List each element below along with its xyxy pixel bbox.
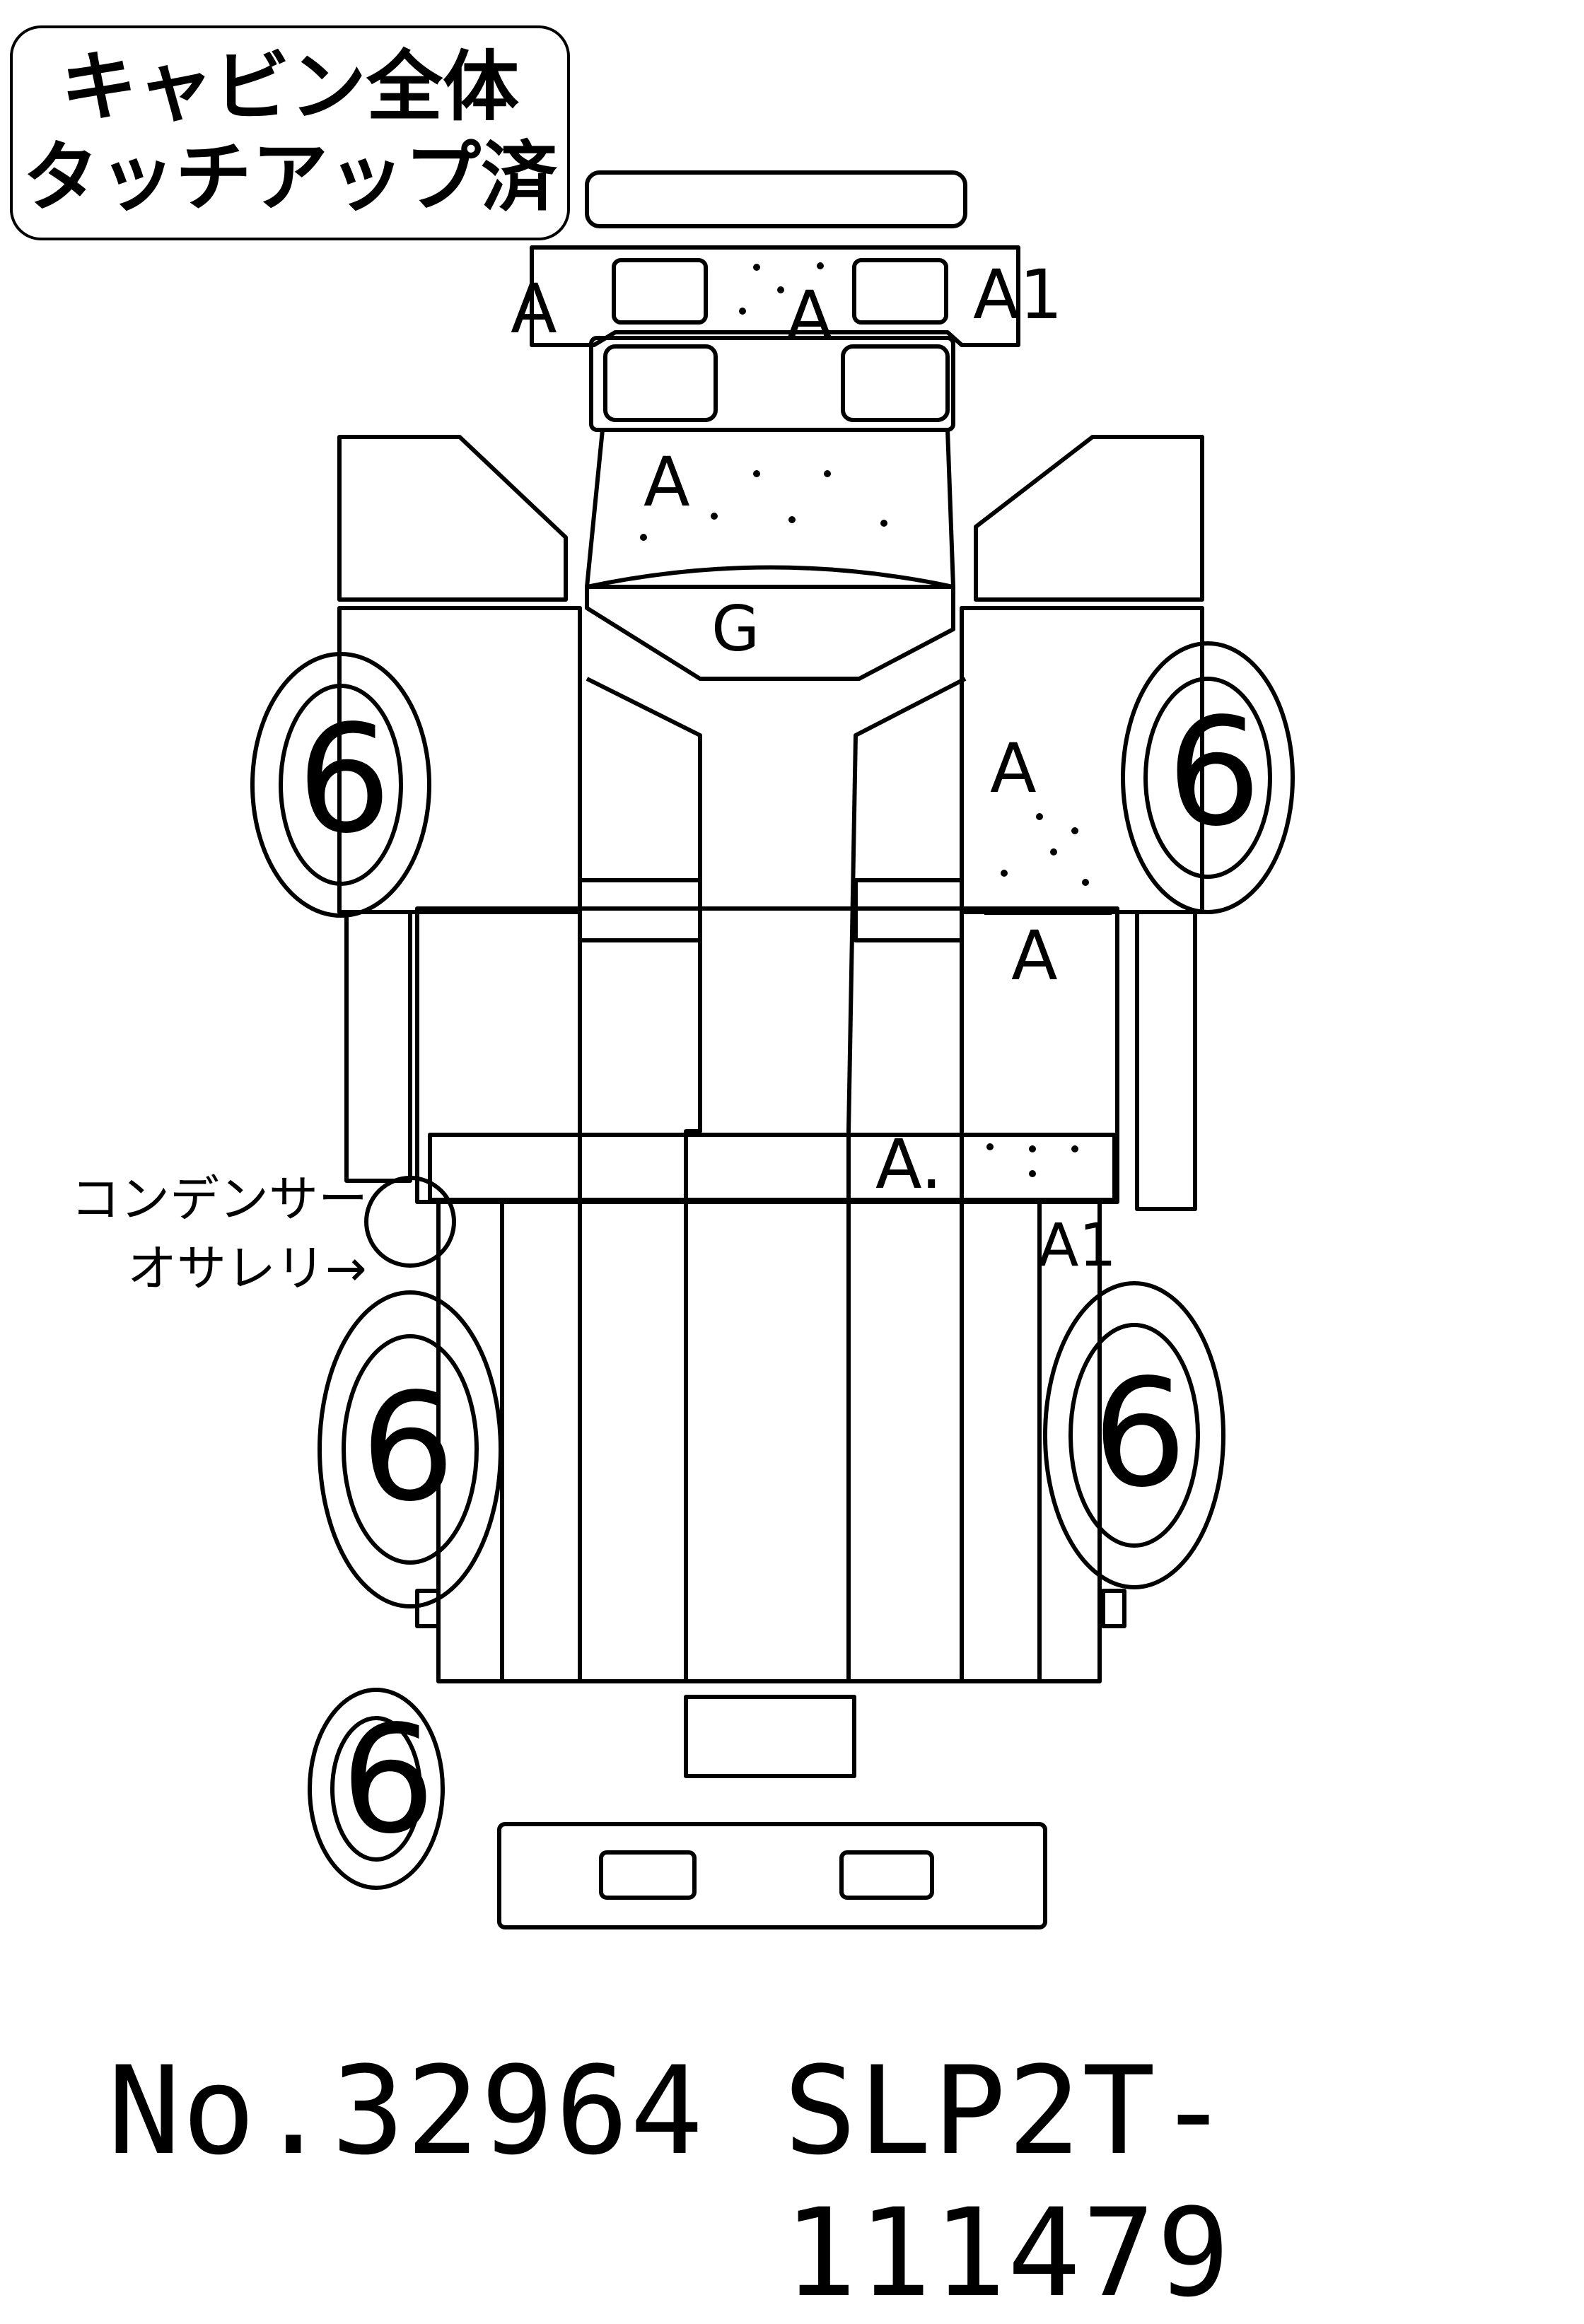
mark-front-bumper-right: A1 — [973, 255, 1063, 334]
step-bar — [428, 1133, 1117, 1202]
note-box: キャビン全体 タッチアップ済 — [10, 25, 570, 240]
front-bumper — [530, 245, 1020, 347]
bumper-light-left — [612, 258, 708, 325]
tire-rear-right — [1043, 1281, 1225, 1589]
rear-hitch — [684, 1695, 856, 1778]
tire-mark-front-left: 6 — [297, 693, 392, 866]
stock-number: No.32964 — [107, 2040, 705, 2182]
headlight-right — [841, 344, 950, 422]
chassis-number: SLP2T-111479 — [784, 2040, 1232, 2324]
note-line-2: タッチアップ済 — [22, 134, 557, 222]
tire-mark-front-right: 6 — [1167, 686, 1262, 859]
mark-front-bumper-center: A — [786, 276, 833, 356]
bumper-light-right — [852, 258, 948, 325]
rear-mudflaps — [415, 1589, 1126, 1628]
headlight-left — [603, 344, 718, 422]
tire-mark-spare: 6 — [341, 1693, 436, 1867]
rear-light-left — [599, 1850, 697, 1900]
mark-right-cab-door: A — [990, 729, 1037, 808]
tire-spare-inner — [330, 1716, 422, 1862]
left-side-step — [344, 910, 412, 1183]
tire-mark-rear-left: 6 — [361, 1361, 455, 1534]
tire-mark-rear-right: 6 — [1093, 1347, 1187, 1520]
damage-dots — [640, 262, 1089, 1177]
rear-light-right — [839, 1850, 934, 1900]
inspection-sheet: キャビン全体 タッチアップ済 — [10, 25, 1295, 2324]
condenser-note-line-2: オサレリ→ — [127, 1239, 367, 1297]
rear-rails — [500, 1202, 1042, 1681]
left-door-upper — [337, 435, 568, 602]
condenser-circle — [364, 1176, 456, 1268]
tire-front-left — [250, 652, 431, 918]
hood — [585, 428, 955, 589]
note-line-1: キャビン全体 — [60, 43, 519, 132]
tire-rear-right-inner — [1068, 1323, 1200, 1548]
rear-bumper — [497, 1822, 1047, 1929]
right-door-upper — [974, 435, 1204, 602]
cab-pillars — [578, 608, 964, 1202]
tire-front-left-inner — [279, 684, 403, 886]
mark-windshield: G — [711, 592, 759, 665]
windshield — [585, 565, 955, 681]
tire-rear-left — [318, 1290, 503, 1608]
tire-front-right-inner — [1143, 677, 1272, 879]
headlight-unit — [589, 336, 955, 432]
condenser-note-line-1: コンデンサー — [71, 1170, 368, 1228]
cab-lower-body — [415, 906, 1119, 1204]
mark-right-rear-fender: A1 — [1038, 1210, 1117, 1280]
mark-right-cab-lower: A — [1011, 916, 1058, 995]
tire-spare — [308, 1688, 445, 1890]
mark-front-bumper-left: A — [511, 269, 557, 349]
rear-body — [436, 1202, 1102, 1683]
truck-diagram: A A A1 A G A A A. A1 6 6 6 6 6 コンデンサー オサ… — [71, 170, 1295, 1929]
front-grille-bar — [585, 170, 967, 228]
mark-right-step: A. — [875, 1125, 943, 1204]
mark-hood: A — [644, 443, 690, 522]
right-side-step — [1135, 910, 1197, 1211]
tire-front-right — [1121, 641, 1295, 914]
tire-rear-left-inner — [342, 1334, 479, 1565]
